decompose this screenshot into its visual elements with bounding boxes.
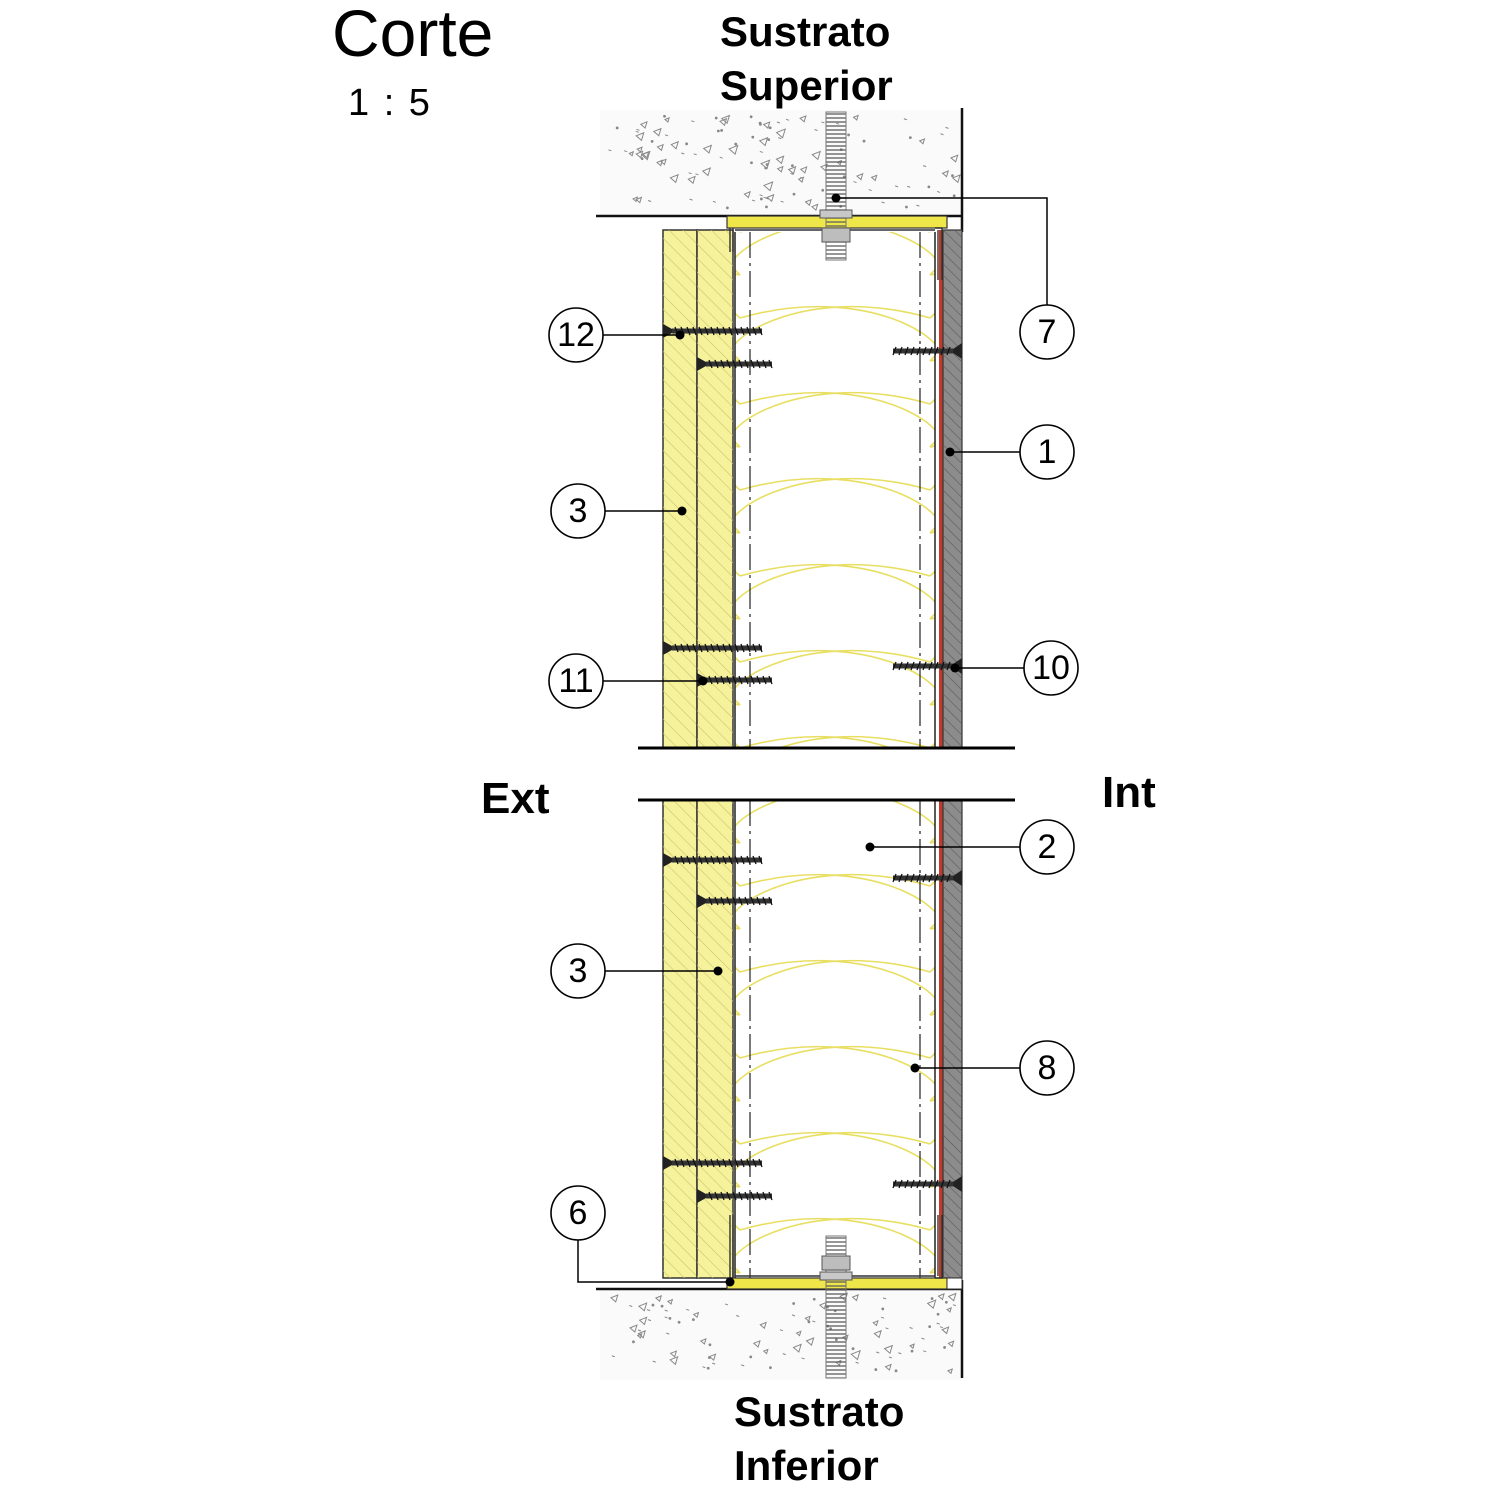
callout-7: 7 bbox=[1037, 313, 1057, 351]
callout-2: 2 bbox=[1037, 828, 1057, 866]
drawing-scale: 1 : 5 bbox=[348, 82, 432, 124]
callout-6: 6 bbox=[568, 1194, 588, 1232]
callout-dot bbox=[831, 193, 841, 203]
callout-circle bbox=[1019, 424, 1075, 480]
callout-dot bbox=[725, 1277, 735, 1287]
callout-leader bbox=[836, 197, 1048, 305]
callout-circle bbox=[550, 483, 606, 539]
callout-8: 8 bbox=[1037, 1049, 1057, 1087]
bottom-substrate-fill bbox=[600, 1290, 962, 1380]
callout-bubbles bbox=[548, 193, 1079, 1287]
top-substrate-label-line1: Sustrato bbox=[720, 8, 891, 55]
bottom-anchor-bolt bbox=[819, 1235, 853, 1379]
top-substrate bbox=[596, 108, 964, 232]
callout-circle bbox=[1019, 819, 1075, 875]
callout-12: 12 bbox=[557, 316, 595, 354]
screw bbox=[892, 343, 962, 359]
screw bbox=[892, 658, 962, 674]
callout-3-upper: 3 bbox=[568, 492, 588, 530]
screw bbox=[697, 357, 773, 371]
screws bbox=[663, 324, 962, 1203]
interior-label: Int bbox=[1102, 768, 1156, 817]
screw bbox=[892, 870, 962, 886]
callout-1: 1 bbox=[1037, 433, 1057, 471]
interior-layers-bottom bbox=[939, 799, 963, 1279]
top-anchor-bolt bbox=[819, 111, 853, 261]
callout-circle bbox=[1019, 304, 1075, 360]
screw bbox=[697, 894, 773, 908]
callout-dot bbox=[950, 663, 960, 673]
callout-dot bbox=[865, 842, 875, 852]
screw bbox=[892, 1176, 962, 1192]
callout-3-lower: 3 bbox=[568, 952, 588, 990]
exterior-label: Ext bbox=[481, 774, 550, 823]
callout-dot bbox=[713, 966, 723, 976]
callout-circle bbox=[548, 653, 604, 709]
bottom-substrate bbox=[596, 1280, 964, 1380]
bottom-substrate-label-line1: Sustrato bbox=[734, 1388, 905, 1435]
callout-circle bbox=[550, 943, 606, 999]
screw bbox=[663, 1156, 763, 1170]
screw bbox=[663, 641, 763, 655]
callout-circle bbox=[548, 307, 604, 363]
exterior-boards-bottom bbox=[662, 799, 734, 1279]
drawing-title: Corte bbox=[332, 0, 494, 70]
screw bbox=[697, 1189, 773, 1203]
bottom-substrate-label-line2: Inferior bbox=[734, 1442, 879, 1489]
callout-10: 10 bbox=[1032, 649, 1070, 687]
callout-leader bbox=[577, 1240, 730, 1283]
callout-dot bbox=[910, 1063, 920, 1073]
top-substrate-label-line2: Superior bbox=[720, 62, 893, 109]
exterior-boards-top bbox=[662, 229, 734, 749]
callout-circle bbox=[1023, 640, 1079, 696]
callout-dot bbox=[945, 447, 955, 457]
callout-dot bbox=[677, 506, 687, 516]
callout-circle bbox=[550, 1185, 606, 1241]
callout-11: 11 bbox=[558, 662, 594, 700]
screw bbox=[663, 853, 763, 867]
bottom-substrate-aggregate bbox=[610, 1292, 957, 1375]
callout-dot bbox=[698, 676, 708, 686]
callout-dot bbox=[675, 330, 685, 340]
callout-leaders bbox=[577, 197, 1048, 1283]
callout-circle bbox=[1019, 1040, 1075, 1096]
